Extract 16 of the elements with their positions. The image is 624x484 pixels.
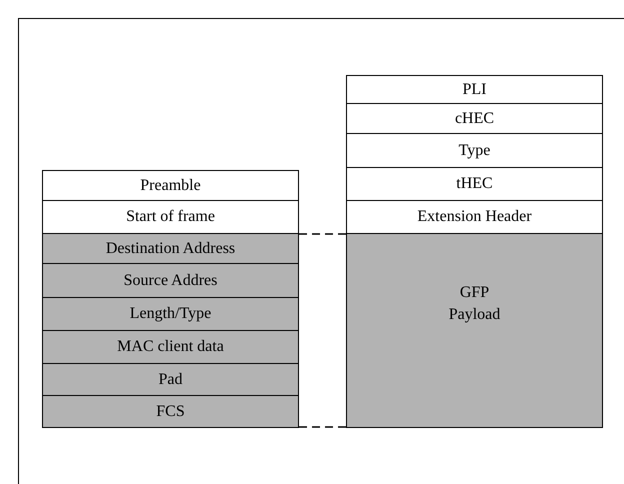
dashed-connector (299, 426, 346, 428)
frame-field: Source Addres (42, 263, 299, 298)
frame-field: tHEC (346, 167, 603, 201)
frame-field: MAC client data (42, 330, 299, 364)
dashed-connector (299, 233, 346, 235)
frame-field: Pad (42, 363, 299, 396)
frame-field: cHEC (346, 103, 603, 134)
frame-field: Destination Address (42, 233, 299, 264)
frame-field: PLI (346, 75, 603, 104)
frame-field: Start of frame (42, 200, 299, 234)
frame-field: FCS (42, 395, 299, 428)
frame-field: Length/Type (42, 297, 299, 331)
frame-field: Extension Header (346, 200, 603, 234)
frame-field: Preamble (42, 170, 299, 201)
frame-field: Type (346, 133, 603, 168)
frame-field: GFP Payload (346, 233, 603, 428)
